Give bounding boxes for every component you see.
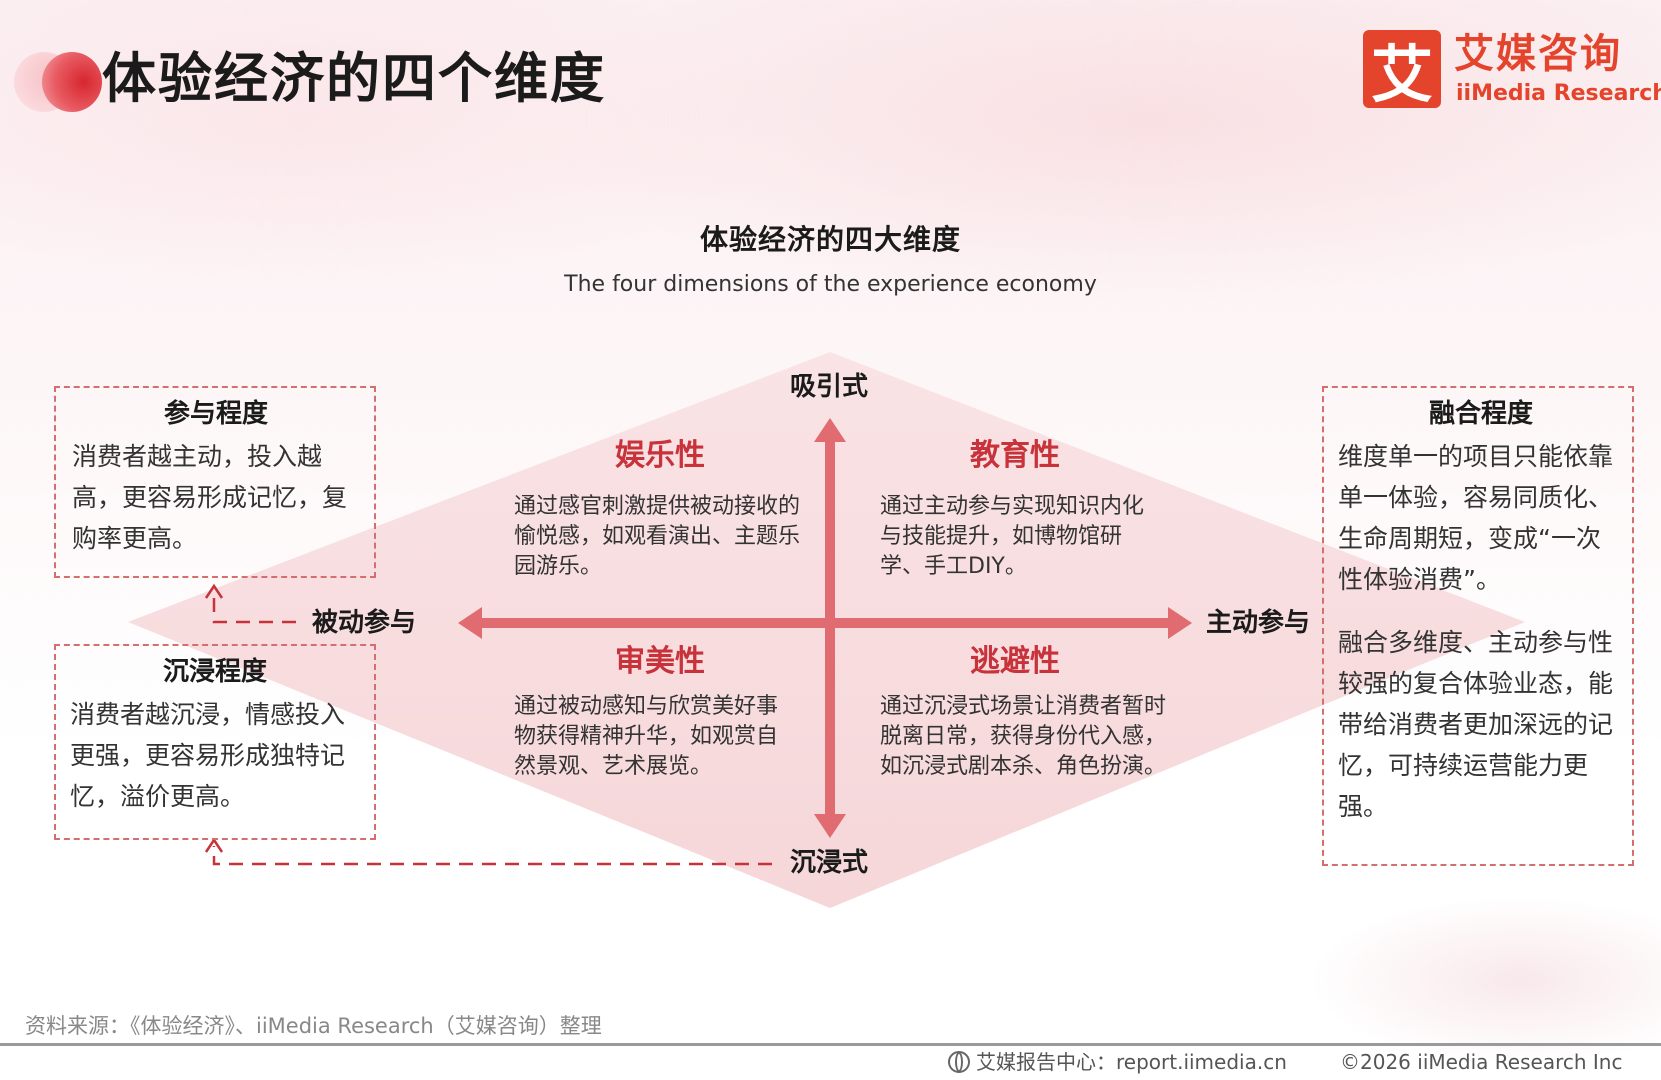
quadrant-desc-education: 通过主动参与实现知识内化与技能提升，如博物馆研学、手工DIY。 [880,494,1145,579]
diagram-subtitle: The four dimensions of the experience ec… [564,272,1097,297]
quadrant-title-aesthetic: 审美性 [615,644,705,679]
title-decoration [14,50,102,114]
quadrant-desc-aesthetic: 通过被动感知与欣赏美好事物获得精神升华，如观赏自然景观、艺术展览。 [514,694,779,779]
footer-site[interactable]: 艾媒报告中心：report.iimedia.cn [948,1047,1287,1077]
footer-divider [0,1043,1661,1046]
axis-arrow-down [814,814,846,838]
diagram-title: 体验经济的四大维度 [699,223,961,256]
connector-immersion [212,846,772,866]
fusion-box-title: 融合程度 [1428,399,1533,429]
footer-site-text[interactable]: 艾媒报告中心：report.iimedia.cn [976,1050,1287,1074]
globe-icon [948,1051,970,1073]
quadrant-desc-escapist: 通过沉浸式场景让消费者暂时脱离日常，获得身份代入感，如沉浸式剧本杀、角色扮演。 [880,694,1167,779]
axis-label-left: 被动参与 [312,608,417,638]
fusion-box-paragraph-1: 维度单一的项目只能依靠单一体验，容易同质化、生命周期短，变成“一次性体验消费”。 [1338,442,1614,594]
page-title: 体验经济的四个维度 [102,47,606,110]
participation-box-title: 参与程度 [163,399,268,429]
connector-participation-arrowhead [204,583,224,599]
participation-box: 参与程度 消费者越主动，投入越高，更容易形成记忆，复购率更高。 [54,386,376,578]
title-dot-red [42,52,102,112]
connector-participation [212,590,296,624]
quadrant-title-education: 教育性 [970,438,1060,473]
quadrant-title-escapist: 逃避性 [970,644,1060,679]
immersion-box-title: 沉浸程度 [162,657,267,687]
fusion-box-paragraph-2: 融合多维度、主动参与性较强的复合体验业态，能带给消费者更加深远的记忆，可持续运营… [1338,628,1614,821]
logo-name-en: iiMedia Research [1456,81,1661,106]
connector-immersion-arrowhead [204,837,224,853]
axis-arrow-left [458,607,482,639]
quadrant-title-entertainment: 娱乐性 [615,438,705,473]
fusion-box: 融合程度 维度单一的项目只能依靠单一体验，容易同质化、生命周期短，变成“一次性体… [1322,386,1634,866]
axis-arrow-right [1168,607,1192,639]
source-note: 资料来源：《体验经济》、iiMedia Research（艾媒咨询）整理 [25,1014,602,1038]
participation-box-desc: 消费者越主动，投入越高，更容易形成记忆，复购率更高。 [72,442,348,553]
axis-arrow-up [814,418,846,442]
quadrant-desc-entertainment: 通过感官刺激提供被动接收的愉悦感，如观看演出、主题乐园游乐。 [514,494,801,579]
logo-mark: 艾 [1363,30,1441,111]
footer-copyright: ©2026 iiMedia Research Inc [1340,1050,1623,1074]
axis-label-right: 主动参与 [1206,608,1311,638]
immersion-box-desc: 消费者越沉浸，情感投入更强，更容易形成独特记忆，溢价更高。 [70,700,346,811]
axis-label-bottom: 沉浸式 [790,848,869,878]
logo-name-cn: 艾媒咨询 [1454,31,1622,77]
immersion-box: 沉浸程度 消费者越沉浸，情感投入更强，更容易形成独特记忆，溢价更高。 [54,644,376,840]
axis-label-top: 吸引式 [790,372,869,402]
